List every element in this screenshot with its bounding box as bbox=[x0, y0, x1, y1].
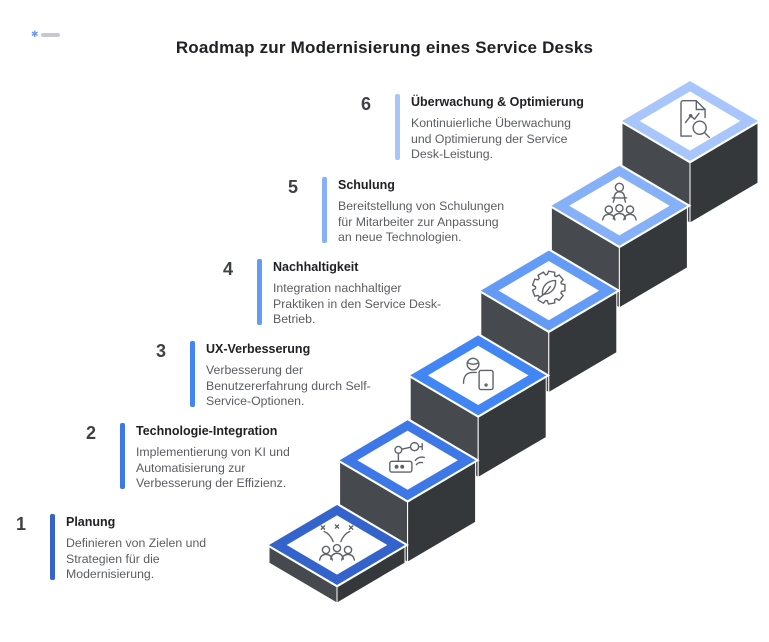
step-number: 5 bbox=[288, 177, 299, 197]
diamond-top bbox=[427, 345, 529, 405]
step-number: 1 bbox=[16, 514, 27, 534]
step-description: Implementierung von KI und Automatisieru… bbox=[136, 445, 290, 491]
step-accent-bar bbox=[257, 259, 262, 325]
brand-logo: ✱ bbox=[31, 30, 60, 39]
step-3: 3 UX-Verbesserung Verbesserung der Benut… bbox=[156, 338, 406, 410]
step-description: Integration nachhaltiger Praktiken in de… bbox=[273, 281, 442, 327]
stair-step-3 bbox=[406, 332, 551, 479]
stair-step-1 bbox=[265, 502, 409, 604]
step-title: Überwachung & Optimierung bbox=[411, 95, 584, 109]
step-4: 4 Nachhaltigkeit Integration nachhaltige… bbox=[223, 256, 473, 328]
diamond-top bbox=[357, 430, 458, 490]
gear-leaf-icon bbox=[531, 270, 566, 305]
step-description: Verbesserung der Benutzererfahrung durch… bbox=[206, 363, 371, 409]
step-title: Technologie-Integration bbox=[136, 424, 278, 438]
step-accent-bar bbox=[120, 423, 125, 489]
step-description: Definieren von Zielen und Strategien für… bbox=[66, 536, 207, 582]
diamond-top bbox=[569, 176, 670, 236]
sparkle-logo-icon: ✱ bbox=[31, 29, 39, 39]
step-accent-bar bbox=[190, 341, 195, 407]
step-description: Bereitstellung von Schulungen für Mitarb… bbox=[338, 199, 505, 245]
team-celebration-icon bbox=[318, 524, 356, 561]
step-title: Nachhaltigkeit bbox=[273, 260, 359, 274]
step-accent-bar bbox=[395, 94, 400, 160]
step-accent-bar bbox=[50, 514, 55, 580]
person-tablet-icon bbox=[462, 357, 494, 391]
training-group-icon bbox=[602, 182, 637, 221]
step-number: 6 bbox=[361, 94, 372, 114]
diamond-top bbox=[639, 91, 741, 151]
step-accent-bar bbox=[322, 177, 327, 243]
step-6: 6 Überwachung & Optimierung Kontinuierli… bbox=[361, 91, 611, 163]
step-number: 3 bbox=[156, 341, 167, 361]
step-title: Schulung bbox=[338, 178, 395, 192]
logo-wordmark bbox=[40, 32, 60, 37]
page-title: Roadmap zur Modernisierung eines Service… bbox=[175, 38, 594, 57]
step-description: Kontinuierliche Überwachung und Optimier… bbox=[411, 116, 571, 162]
robot-arm-icon bbox=[389, 441, 425, 473]
step-title: Planung bbox=[66, 515, 116, 529]
step-title: UX-Verbesserung bbox=[206, 342, 311, 356]
diamond-top bbox=[498, 261, 600, 321]
step-number: 4 bbox=[223, 259, 234, 279]
step-2: 2 Technologie-Integration Implementierun… bbox=[86, 420, 336, 492]
step-number: 2 bbox=[86, 423, 97, 443]
report-search-icon bbox=[680, 100, 711, 139]
step-5: 5 Schulung Bereitstellung von Schulungen… bbox=[288, 174, 538, 246]
step-1: 1 Planung Definieren von Zielen und Stra… bbox=[16, 511, 266, 583]
